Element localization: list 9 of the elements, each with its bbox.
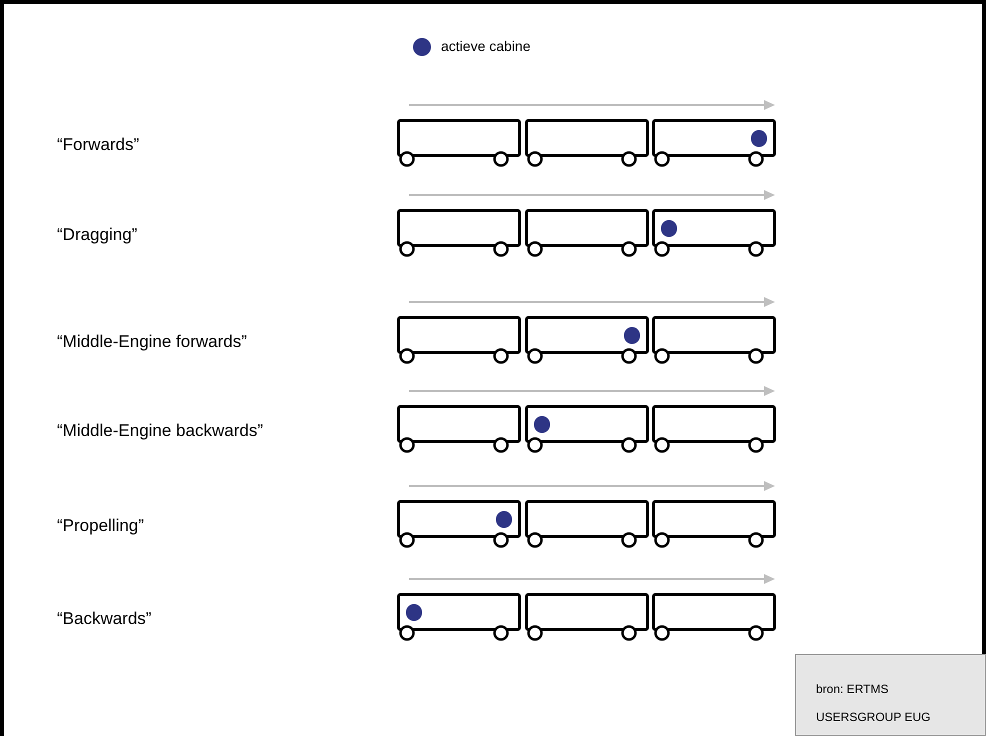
mode-label: “Middle-Engine forwards” (57, 332, 247, 352)
mode-label: “Dragging” (57, 225, 138, 245)
source-text: bron: ERTMS USERSGROUP EUG (816, 681, 932, 726)
legend-text: actieve cabine (441, 37, 531, 56)
mode-label: “Forwards” (57, 135, 140, 155)
mode-label: “Middle-Engine backwards” (57, 421, 263, 441)
source-box (795, 654, 986, 736)
mode-label: “Propelling” (57, 516, 144, 536)
mode-label: “Backwards” (57, 609, 152, 629)
